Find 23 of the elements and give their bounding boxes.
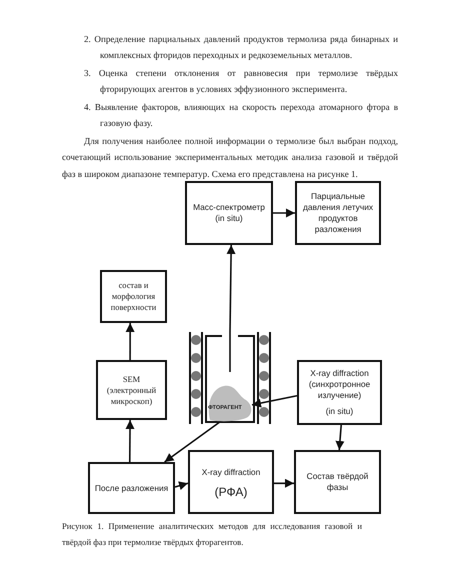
arrow [252, 394, 298, 408]
arrow [126, 420, 134, 462]
arrow [226, 244, 236, 332]
list-item: 4. Выявление факторов, влияющих на скорость перехода атомарного фтора в газовую фазу. [84, 101, 398, 130]
process-box: состав и морфология поверхности [100, 270, 167, 323]
process-box: X-ray diffraction (синхротронное излучение) (in situ) [297, 360, 382, 425]
arrow [335, 424, 344, 450]
list-item: 3. Оценка степени отклонения от равновесия при термолизе твёрдых фторирующих агентов в условиях эффузионного эксперимента. [84, 67, 398, 96]
process-box: После разложения [88, 462, 175, 514]
arrow [164, 421, 220, 463]
arrow [273, 208, 295, 218]
arrow [174, 481, 188, 490]
arrow [126, 323, 135, 360]
process-box: Состав твёрдой фазы [294, 450, 381, 514]
figure-caption: Рисунок 1. Применение аналитических методов для исследования газовой и твёрдой фаз при термолизе твёрдых фторагентов. [62, 520, 362, 550]
process-box: Парциальные давления летучих продуктов разложения [295, 181, 381, 245]
paragraph: Для получения наиболее полной информации о термолизе был выбран подход, сочетающий использование экспериментальных методик анализа газовой и твёрдой фаз в широком диапазоне температур. Схема его представлена на рисунке 1. [62, 135, 398, 181]
process-box: SEM (электронный микроскоп) [96, 360, 167, 420]
list-item: 2. Определение парциальных давлений продуктов термолиза ряда бинарных и комплексных фторидов переходных и редкоземельных металлов. [84, 33, 398, 62]
reactor-drawing [188, 332, 272, 424]
process-box: X-ray diffraction (РФА) [188, 450, 274, 514]
process-box: Масс-спектрометр (in situ) [185, 181, 273, 245]
arrow [274, 478, 294, 488]
